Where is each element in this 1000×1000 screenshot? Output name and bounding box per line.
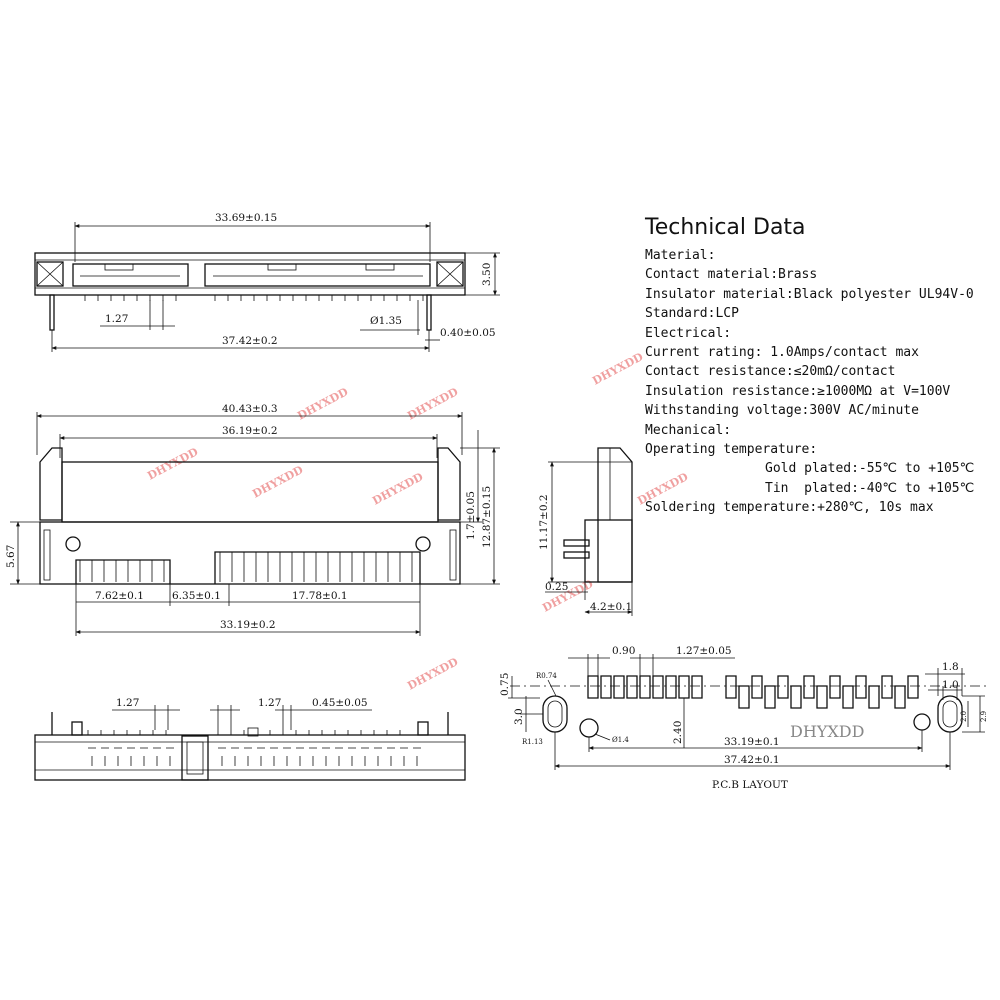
technical-data-line: Operating temperature: xyxy=(645,441,818,457)
dim-front-body: 36.19±0.2 xyxy=(222,425,278,437)
dim-front-left-height: 5.67 xyxy=(5,545,17,568)
dim-pcb-30: 3.0 xyxy=(513,708,525,725)
technical-data-line: Soldering temperature:+280℃, 10s max xyxy=(645,500,934,516)
dim-pcb-r18: 1.8 xyxy=(942,661,959,673)
dim-pcb-radius: R0.74 xyxy=(536,672,557,680)
dim-side-height: 11.17±0.2 xyxy=(538,494,550,550)
dim-pcb-span: 33.19±0.1 xyxy=(724,736,780,748)
dim-top-overall: 37.42±0.2 xyxy=(222,335,278,347)
technical-data-line: Contact resistance:≤20mΩ/contact xyxy=(645,364,896,380)
technical-data-panel: Technical Data Material: Contact material… xyxy=(645,214,995,517)
technical-data-line: Tin plated:-40℃ to +105℃ xyxy=(765,480,975,496)
dim-front-seg-c: 17.78±0.1 xyxy=(292,590,348,602)
front-view: 40.43±0.3 36.19±0.2 5.67 1.7±0.05 xyxy=(5,403,500,636)
dim-bottom-pitch-left: 1.27 xyxy=(116,697,139,709)
dim-front-seg-b: 6.35±0.1 xyxy=(172,590,221,602)
watermark-group: DHYXDD DHYXDD DHYXDD DHYXDD DHYXDD DHYXD… xyxy=(145,350,690,693)
watermark: DHYXDD xyxy=(295,385,350,423)
dim-pcb-075: 0.75 xyxy=(499,673,511,696)
pcb-layout: 0.90 1.27±0.05 0.75 3.0 R0.74 R1.13 Ø1.4… xyxy=(499,645,990,791)
dim-pcb-r29: 2.9 xyxy=(980,711,988,722)
dim-pcb-slot: R1.13 xyxy=(522,738,543,746)
technical-data-line: Mechanical: xyxy=(645,422,732,438)
dim-bottom-pitch-mid: 1.27 xyxy=(258,697,281,709)
watermark: DHYXDD xyxy=(250,463,305,501)
dim-pcb-r10: 1.0 xyxy=(942,679,959,691)
technical-data-line: Standard:LCP xyxy=(645,306,739,322)
technical-data-line: Insulator material:Black polyester UL94V… xyxy=(645,286,974,302)
watermark: DHYXDD xyxy=(405,655,460,693)
pcb-caption: P.C.B LAYOUT xyxy=(712,779,788,791)
dim-pcb-depth: 2.40 xyxy=(672,721,684,744)
technical-data-line: Material: xyxy=(645,248,716,263)
dim-front-span: 33.19±0.2 xyxy=(220,619,276,631)
technical-data-title: Technical Data xyxy=(645,215,806,240)
watermark: DHYXDD xyxy=(590,350,645,388)
dim-pcb-pad: 0.90 xyxy=(612,645,635,657)
technical-data-line: Contact material:Brass xyxy=(645,267,818,283)
dim-side-offset: 0.25 xyxy=(545,581,568,593)
dim-bottom-pin: 0.45±0.05 xyxy=(312,697,368,709)
dim-side-depth: 4.2±0.1 xyxy=(590,601,632,613)
bottom-view: 1.27 1.27 0.45±0.05 xyxy=(34,697,466,781)
dim-front-gap: 1.7±0.05 xyxy=(465,491,477,540)
technical-data-line: Gold plated:-55℃ to +105℃ xyxy=(765,461,975,477)
pcb-brand: DHYXDD xyxy=(790,722,864,741)
dim-top-height: 3.50 xyxy=(481,263,493,286)
dim-front-right-height: 12.87±0.15 xyxy=(481,486,493,548)
dim-front-overall: 40.43±0.3 xyxy=(222,403,278,415)
watermark: DHYXDD xyxy=(145,445,200,483)
technical-data-line: Insulation resistance:≥1000MΩ at V=100V xyxy=(645,383,951,399)
watermark: DHYXDD xyxy=(405,385,460,423)
dim-pcb-overall: 37.42±0.1 xyxy=(724,754,780,766)
top-view: 33.69±0.15 3.50 1.27 xyxy=(34,212,500,352)
dim-top-pitch: 1.27 xyxy=(105,313,128,325)
dim-front-seg-a: 7.62±0.1 xyxy=(95,590,144,602)
dim-top-pin: 0.40±0.05 xyxy=(440,327,496,339)
side-view: 11.17±0.2 0.25 4.2±0.1 xyxy=(538,447,633,616)
technical-data-line: Withstanding voltage:300V AC/minute xyxy=(645,403,919,419)
technical-data-line: Electrical: xyxy=(645,325,732,341)
technical-data-line: Current rating: 1.0Amps/contact max xyxy=(645,344,919,360)
dim-top-width: 33.69±0.15 xyxy=(215,212,277,224)
watermark: DHYXDD xyxy=(370,470,425,508)
dim-pcb-pitch: 1.27±0.05 xyxy=(676,645,732,657)
dim-pcb-r20: 2.0 xyxy=(960,711,968,722)
dim-top-hole: Ø1.35 xyxy=(370,315,402,327)
dim-pcb-hole: Ø1.4 xyxy=(612,736,629,744)
